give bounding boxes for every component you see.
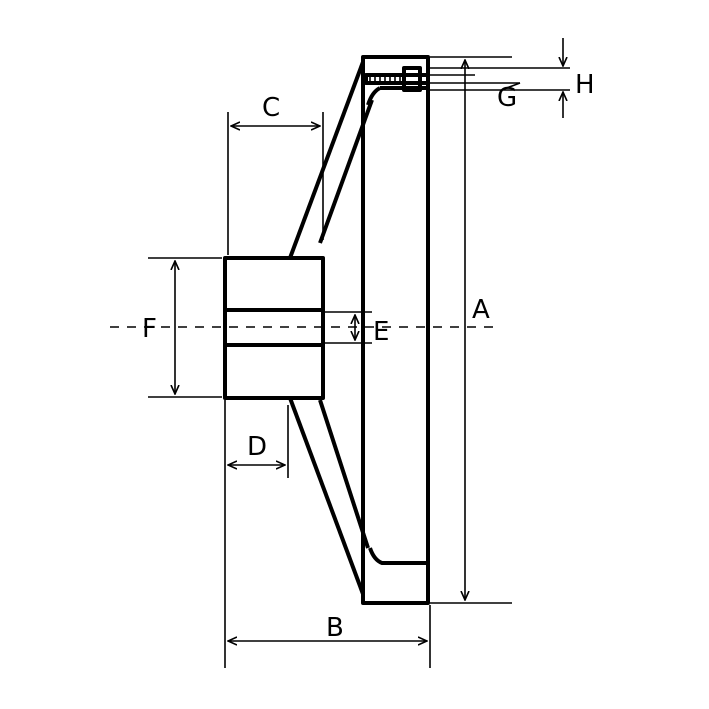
label-e: E [373,317,389,347]
dimension-a [430,56,512,604]
label-a: A [472,295,490,325]
dimension-f [148,257,222,398]
label-d: D [247,432,267,462]
dimension-c [227,112,324,255]
dimension-e [325,311,372,344]
label-b: B [326,613,344,643]
wheel-spokes [288,61,374,595]
dimension-d [228,405,289,478]
dimension-b [224,400,431,668]
label-f: F [142,314,157,344]
label-c: C [262,93,280,123]
hub [223,256,325,400]
dimension-g [430,74,521,90]
dimension-h [430,38,570,118]
grip-screw [364,66,430,92]
label-g: G [497,83,517,113]
label-h: H [575,70,595,100]
